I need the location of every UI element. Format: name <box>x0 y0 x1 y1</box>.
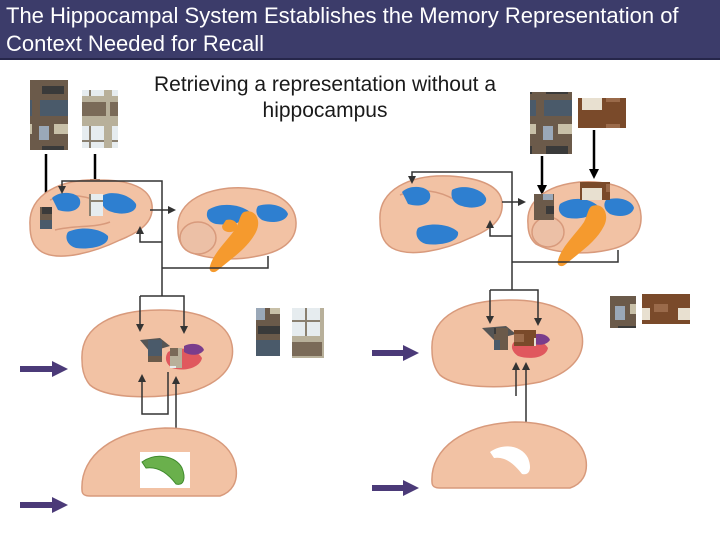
lateral-brain-view <box>379 175 503 254</box>
title-bar: The Hippocampal System Establishes the M… <box>0 0 720 60</box>
entorhinal-area <box>184 343 204 355</box>
office-scene-photo <box>30 80 68 150</box>
window-scene-photo <box>82 90 118 148</box>
desk-scene-photo <box>580 182 610 200</box>
medial-temporal-brain <box>431 299 584 388</box>
slide-subtitle: Retrieving a representation without a hi… <box>153 73 497 122</box>
window-scene-photo <box>292 308 324 358</box>
office-scene-photo <box>148 340 162 362</box>
lateral-brain-view <box>29 179 153 257</box>
medial-brain-view <box>177 187 297 273</box>
connection-line <box>138 372 169 415</box>
connection-line <box>162 256 269 269</box>
connection-line <box>490 289 542 326</box>
window-scene-photo <box>170 348 182 368</box>
cortex-area <box>604 198 634 216</box>
medial-temporal-brain <box>81 309 234 398</box>
hippocampus <box>141 455 185 485</box>
cortex-area <box>416 224 459 245</box>
desk-scene-photo <box>514 330 536 346</box>
office-scene-photo <box>256 308 280 356</box>
cortex-area <box>101 193 137 214</box>
pathway <box>557 205 607 267</box>
connection-line <box>136 226 162 243</box>
pathway <box>222 219 238 233</box>
intact-panel <box>20 80 324 513</box>
pathway <box>209 211 259 273</box>
removed-hippocampus <box>490 446 530 475</box>
lesioned-brain <box>431 421 588 489</box>
office-scene-photo <box>530 92 572 154</box>
cortex-area <box>256 204 288 222</box>
connection-line <box>140 295 188 334</box>
purple-input-arrow-head <box>52 497 68 513</box>
connection-line <box>58 180 163 211</box>
purple-input-arrow-head <box>403 345 419 361</box>
desk-scene-photo <box>578 98 626 128</box>
window-scene-photo <box>89 194 103 216</box>
cortex-area <box>52 192 81 212</box>
cortex-area <box>206 204 250 225</box>
cortex-area <box>451 187 487 208</box>
slide-title: The Hippocampal System Establishes the M… <box>6 3 679 56</box>
lesioned-panel <box>372 92 690 496</box>
medial-brain-view <box>527 181 642 267</box>
cortex-area <box>66 228 109 249</box>
hippocampus-brain <box>81 427 238 497</box>
connection-line <box>408 171 513 203</box>
purple-input-arrow-head <box>52 361 68 377</box>
office-scene-photo <box>610 296 636 328</box>
office-scene-photo <box>534 194 554 220</box>
office-scene-photo <box>40 207 52 229</box>
purple-input-arrow-head <box>403 480 419 496</box>
office-scene-photo <box>494 328 508 350</box>
cortex-area <box>402 186 431 206</box>
desk-scene-photo <box>642 294 690 324</box>
connection-line <box>486 220 512 237</box>
connection-line <box>512 250 619 263</box>
